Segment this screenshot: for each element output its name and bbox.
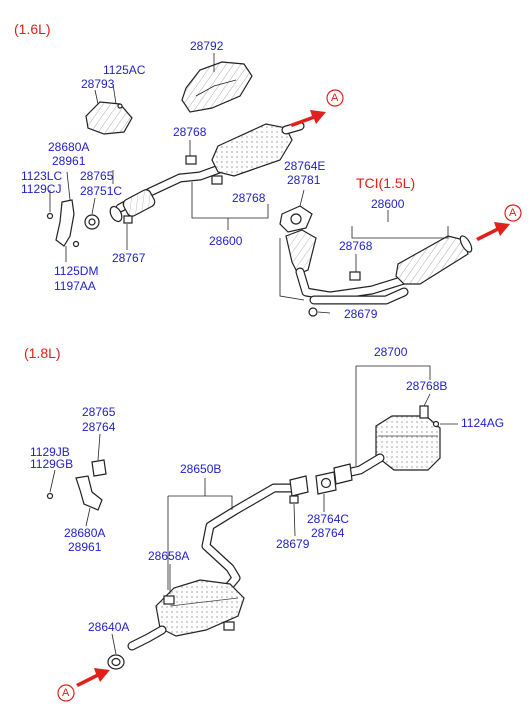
arrow-a-letter-3: A — [62, 687, 70, 699]
part-label-28961-b: 28961 — [68, 540, 102, 554]
part-label-28680a-b: 28680A — [64, 526, 106, 540]
part-label-1123lc: 1123LC — [21, 169, 63, 183]
front-pipe-28600 — [109, 163, 227, 223]
arrow-a-3 — [57, 668, 110, 702]
part-label-28792: 28792 — [190, 39, 224, 53]
part-label-28764-a: 28764 — [82, 420, 116, 434]
heat-shield-28792 — [181, 61, 253, 113]
front-pipe-28600-tci — [285, 229, 409, 305]
arrow-a-letter-2: A — [509, 207, 517, 219]
part-label-28650b: 28650B — [180, 462, 222, 476]
part-label-28764c: 28764C — [307, 512, 350, 526]
section-label-tci-1-5l: TCI(1.5L) — [356, 175, 416, 191]
part-label-28781: 28781 — [287, 173, 321, 187]
part-label-1129jb: 1129JB — [30, 445, 70, 459]
bracket-28680A-18L — [46, 475, 103, 511]
bracket-28680A — [46, 199, 80, 248]
section-label-1-6l: (1.6L) — [14, 21, 51, 37]
gasket-28764E — [279, 205, 313, 233]
muffler-16L — [185, 121, 305, 185]
part-label-28658a: 28658A — [148, 549, 190, 563]
part-label-28767: 28767 — [112, 251, 146, 265]
gasket-28764C — [315, 471, 337, 495]
leader-lines-18L — [49, 365, 458, 655]
part-label-28793: 28793 — [81, 77, 115, 91]
part-label-28680a-a: 28680A — [48, 140, 90, 154]
leader-lines-tci — [279, 189, 449, 314]
part-label-1129cj: 1129CJ — [21, 182, 62, 196]
part-label-28768-a: 28768 — [173, 125, 207, 139]
arrow-a-1 — [290, 89, 344, 127]
part-label-28600-b: 28600 — [371, 197, 405, 211]
part-label-28768b: 28768B — [406, 379, 448, 393]
leader-lines-16L — [49, 53, 269, 262]
part-label-1129gb: 1129GB — [30, 457, 74, 471]
gasket-28640A — [107, 654, 125, 670]
nut-28679-18L — [289, 495, 299, 504]
heat-shield-28793 — [85, 101, 133, 135]
part-label-28768-b: 28768 — [232, 191, 266, 205]
part-label-28679-a: 28679 — [344, 307, 378, 321]
part-label-28764e: 28764E — [284, 159, 326, 173]
arrow-a-2 — [476, 204, 522, 241]
part-label-1125dm: 1125DM — [54, 264, 99, 278]
part-label-1197aa: 1197AA — [54, 279, 96, 293]
front-muffler-18L — [127, 579, 245, 651]
part-label-28765-a: 28765 — [80, 169, 114, 183]
part-label-28765-b: 28765 — [82, 405, 116, 419]
part-label-28600-a: 28600 — [209, 234, 243, 248]
nut-28767 — [123, 215, 133, 224]
part-label-28768-c: 28768 — [339, 239, 373, 253]
part-label-28751c: 28751C — [80, 184, 123, 198]
center-pipe-28650B — [201, 475, 309, 595]
part-label-28961-a: 28961 — [52, 154, 86, 168]
part-label-1124ag: 1124AG — [461, 416, 505, 430]
hanger-28768-tci — [349, 271, 361, 281]
part-label-1125ac: 1125AC — [103, 63, 146, 77]
nut-28679-tci — [308, 307, 318, 317]
part-label-28764-b: 28764 — [311, 526, 345, 540]
hanger-28764-18L — [91, 459, 107, 477]
part-label-28640a: 28640A — [88, 620, 130, 634]
gasket-28751C — [84, 214, 100, 230]
catalytic-converter-tci — [395, 235, 473, 285]
rear-muffler-28700 — [333, 405, 441, 485]
arrow-a-letter-1: A — [331, 92, 339, 104]
part-label-28679-b: 28679 — [276, 537, 310, 551]
part-label-28700: 28700 — [374, 345, 408, 359]
section-label-1-8l: (1.8L) — [24, 345, 61, 361]
